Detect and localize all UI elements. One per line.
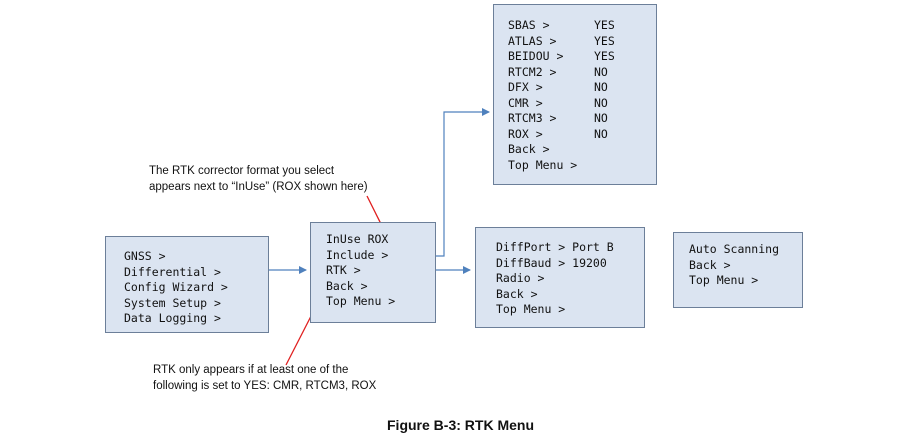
include-row-rtcm2[interactable]: RTCM2 >NO xyxy=(508,64,608,79)
include-row-atlas[interactable]: ATLAS >YES xyxy=(508,33,615,48)
menu-item-data-logging[interactable]: Data Logging > xyxy=(124,311,221,325)
rtk-menu-box: DiffPort > Port B DiffBaud > 19200 Radio… xyxy=(475,227,645,328)
rtk-condition-note: RTK only appears if at least one of the … xyxy=(153,362,376,394)
rtk-item-diffport[interactable]: DiffPort > Port B xyxy=(496,240,614,254)
corrector-format-note: The RTK corrector format you select appe… xyxy=(149,163,368,195)
corrector-note-line-1: The RTK corrector format you select xyxy=(149,165,335,177)
rtk-item-back[interactable]: Back > xyxy=(496,286,538,301)
menu-item-inuse: InUse ROX xyxy=(326,232,435,248)
radio-item-top-menu[interactable]: Top Menu > xyxy=(689,273,759,287)
include-row-rtcm3[interactable]: RTCM3 >NO xyxy=(508,111,608,125)
inuse-label: InUse xyxy=(326,232,361,246)
menu-item-system-setup[interactable]: System Setup > xyxy=(124,295,221,310)
rtk-item-top-menu[interactable]: Top Menu > xyxy=(496,302,566,316)
rtk-arrow: > xyxy=(346,263,361,277)
include-row-rox[interactable]: ROX >NO xyxy=(508,126,608,141)
rtk-item-radio[interactable]: Radio > xyxy=(496,271,545,285)
include-row-sbas[interactable]: SBAS >YES xyxy=(508,18,615,32)
rtk-note-line-2: following is set to YES: CMR, RTCM3, ROX xyxy=(153,380,377,392)
include-back[interactable]: Back > xyxy=(508,142,550,156)
differential-menu-box: InUse ROX Include > RTK > Back > Top Men… xyxy=(310,222,436,323)
corrector-note-line-2: appears next to “InUse” (ROX shown here) xyxy=(149,181,368,193)
inuse-value: ROX xyxy=(367,232,389,246)
main-menu-box: GNSS > Differential > Config Wizard > Sy… xyxy=(105,236,269,333)
include-row-dfx[interactable]: DFX >NO xyxy=(508,80,608,94)
include-menu-box: SBAS >YES ATLAS >YES BEIDOU >YES RTCM2 >… xyxy=(493,4,657,185)
menu-item-config-wizard[interactable]: Config Wizard > xyxy=(124,280,228,294)
menu-item-rtk[interactable]: RTK > xyxy=(326,263,435,279)
include-row-beidou[interactable]: BEIDOU >YES xyxy=(508,49,615,63)
menu-item-differential[interactable]: Differential > xyxy=(124,264,221,279)
rtk-label: RTK xyxy=(326,263,347,277)
radio-menu-box: Auto Scanning Back > Top Menu > xyxy=(673,232,803,308)
include-row-cmr[interactable]: CMR >NO xyxy=(508,95,608,110)
menu-item-gnss[interactable]: GNSS > xyxy=(124,249,166,263)
menu-item-back[interactable]: Back > xyxy=(326,278,368,293)
menu-item-top-menu[interactable]: Top Menu > xyxy=(326,294,396,308)
rtk-item-diffbaud[interactable]: DiffBaud > 19200 xyxy=(496,255,607,270)
radio-item-auto-scanning[interactable]: Auto Scanning xyxy=(689,242,780,256)
rtk-note-line-1: RTK only appears if at least one of the xyxy=(153,364,349,376)
radio-item-back[interactable]: Back > xyxy=(689,257,731,272)
include-top-menu[interactable]: Top Menu > xyxy=(508,157,578,172)
menu-item-include[interactable]: Include > xyxy=(326,247,389,262)
figure-caption: Figure B-3: RTK Menu xyxy=(387,417,534,433)
